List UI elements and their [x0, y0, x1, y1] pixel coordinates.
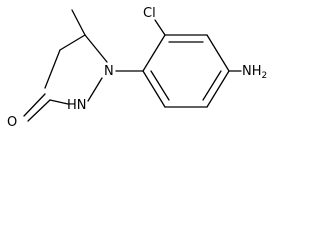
- bond-ring-6-1-inner: [150, 70, 170, 101]
- bond-ring-6-1: [142, 70, 166, 108]
- bond-c3-o-a: [23, 93, 46, 117]
- bond-c5-methyl: [71, 9, 86, 36]
- atom-label-nitrogen-2: HN: [67, 98, 87, 113]
- amino-label-main: NH: [242, 64, 262, 79]
- bond-ring-4-5: [206, 70, 230, 108]
- atom-label-chlorine: Cl: [143, 6, 156, 21]
- bond-ring-1-2: [142, 34, 166, 72]
- bond-n2-c3: [49, 99, 69, 105]
- bond-ring-3-4: [206, 34, 230, 72]
- bond-c4-c3: [44, 49, 61, 89]
- amino-label-subscript: 2: [262, 71, 268, 81]
- bond-ring-cl: [154, 19, 166, 36]
- atom-label-amino: NH2: [242, 64, 267, 81]
- atom-label-nitrogen-1: N: [104, 64, 114, 79]
- bond-ring-4-5-inner: [202, 70, 222, 101]
- chemical-structure-diagram: Cl N HN O NH2: [7, 6, 267, 129]
- atom-label-oxygen: O: [7, 115, 17, 129]
- bond-n1-n2: [87, 77, 103, 102]
- bond-c5-n1: [84, 34, 108, 63]
- structure-canvas: Cl N HN O NH2: [0, 0, 285, 129]
- bond-c3-o-b: [27, 99, 51, 122]
- bond-c5-c4: [59, 34, 86, 51]
